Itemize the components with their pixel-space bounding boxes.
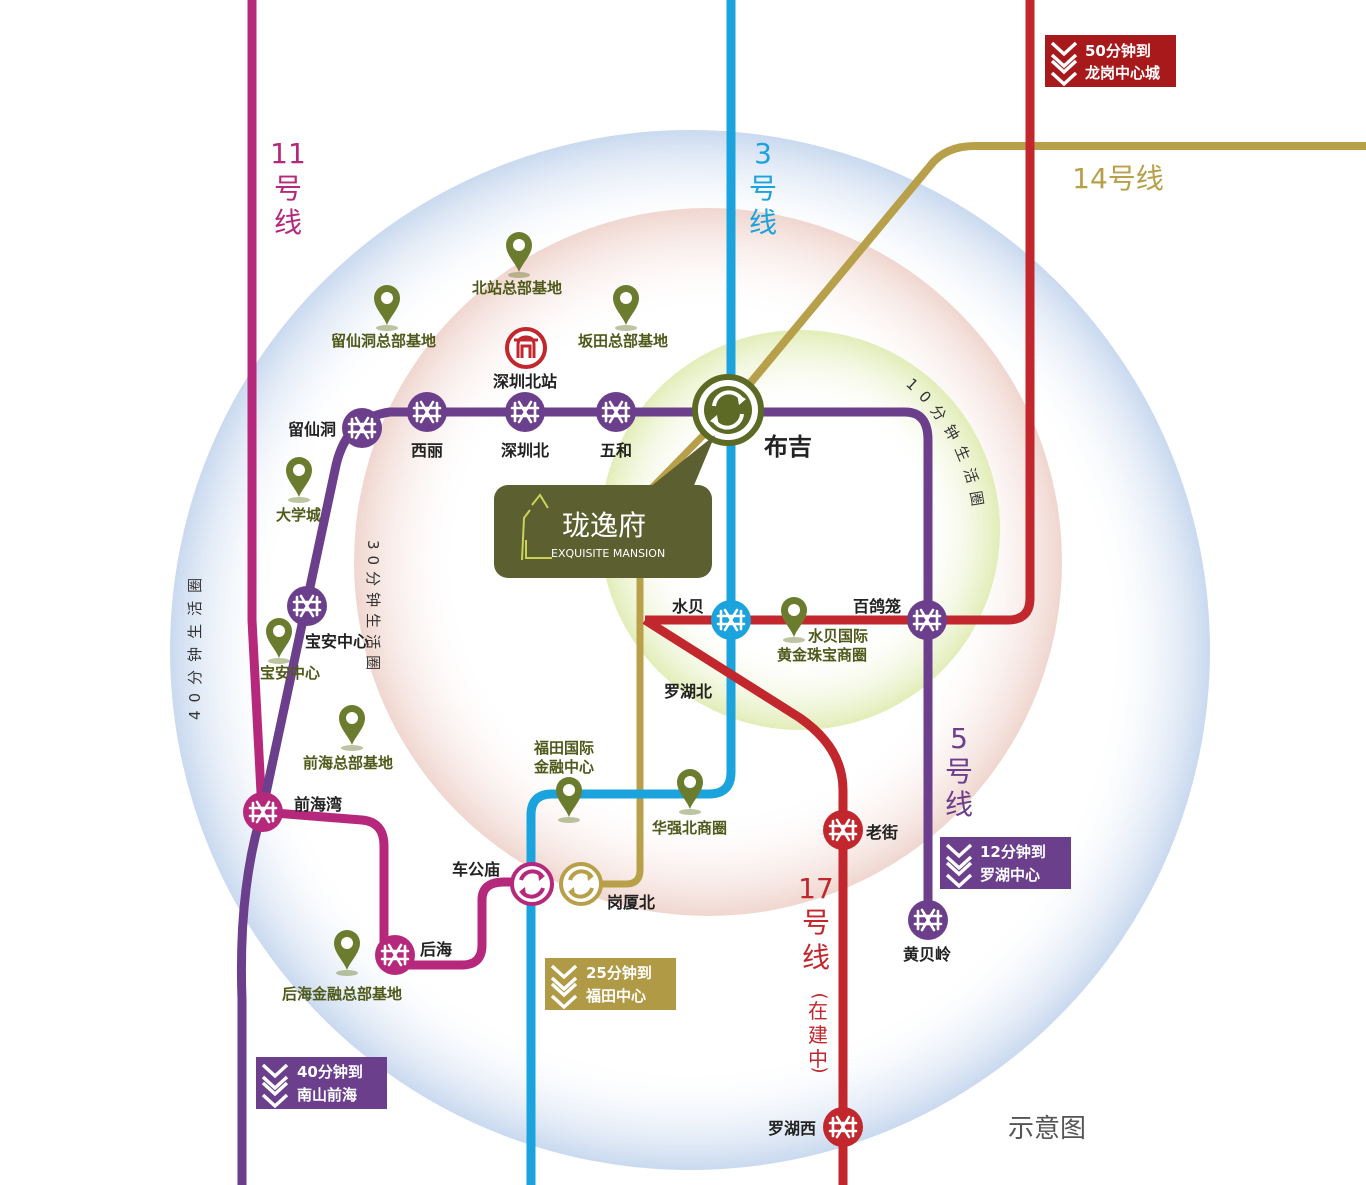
line-5-spur-track [261,807,530,970]
badge-longgang: 50分钟到 龙岗中心城 [1045,35,1176,87]
station-liuxiandong[interactable] [342,408,382,448]
line-11-label-xian: 线 [274,206,302,239]
project-name: 珑逸府 [562,509,646,542]
poi-qianhai-hq: 前海总部基地 [303,754,393,772]
line-17-note-1: 在 [808,999,828,1023]
line-17-label-num: 17 [798,872,834,905]
badge-futian-line2: 福田中心 [585,987,646,1005]
label-laojie: 老街 [865,823,898,842]
line-17-south-track [642,616,848,1185]
line-5-track [257,407,933,920]
line-17-note-open: ( [809,992,830,999]
badge-luohu-line1: 12分钟到 [980,843,1046,861]
project-callout[interactable]: 珑逸府 EXQUISITE MANSION [494,435,715,578]
ring-40-label: 40分钟生活圈 [186,570,204,720]
station-shuibei[interactable] [711,600,751,640]
line-17-note-close: ) [809,1066,830,1073]
badge-futian: 25分钟到 福田中心 [545,958,676,1010]
line-3-label-xian: 线 [749,206,777,239]
label-qianhaiwan: 前海湾 [294,795,342,814]
line-17-label-hao: 号 [802,906,830,939]
badge-longgang-line2: 龙岗中心城 [1084,64,1160,82]
station-shenzhenbei[interactable] [505,392,545,432]
label-liuxiandong: 留仙洞 [288,420,336,439]
label-chegongmiao: 车公庙 [452,860,500,879]
station-gangxiabei[interactable] [559,862,603,906]
station-laojie[interactable] [823,810,863,850]
line-4-track [578,407,731,888]
map-caption: 示意图 [1008,1114,1086,1144]
label-xili: 西丽 [411,441,443,460]
label-luohuxi: 罗湖西 [768,1119,816,1138]
line-17-note-3: 中 [808,1047,828,1071]
line-11-label-hao: 号 [274,172,302,205]
ring-30-label: 30分钟生活圈 [364,540,382,676]
ring-30-label-text: 30分钟生活圈 [364,540,382,676]
poi-liuxiandong-hq: 留仙洞总部基地 [331,332,436,350]
line-14-track [724,142,1366,413]
badge-nanshan: 40分钟到 南山前海 [256,1057,387,1109]
poi-houhai-fin: 后海金融总部基地 [282,985,402,1003]
line-11-track [247,0,267,813]
poi-shenzhen-north-station: 深圳北站 [493,372,557,391]
line-11-south-track [236,810,267,1185]
railway-station-icon [505,327,547,369]
poi-baoan-center: 宝安中心 [260,664,320,682]
badge-luohu: 12分钟到 罗湖中心 [940,837,1071,889]
station-huangbeiling[interactable] [908,900,948,940]
label-baoan-center: 宝安中心 [305,632,369,651]
line-3-track [526,0,736,1185]
label-wuhe: 五和 [600,441,632,460]
station-qianhaiwan[interactable] [243,792,283,832]
line-14-label: 14号线 [1072,162,1164,195]
station-wuhe[interactable] [596,392,636,432]
poi-bantian-hq: 坂田总部基地 [578,332,668,350]
poi-huaqiangbei: 华强北商圈 [652,819,727,837]
poi-futian-fin-1: 福田国际 [533,739,594,757]
station-xili[interactable] [407,392,447,432]
line-5-label-xian: 线 [945,788,973,821]
badge-longgang-line1: 50分钟到 [1085,42,1151,60]
project-logo-icon [521,493,552,561]
badge-luohu-line2: 罗湖中心 [980,866,1040,884]
label-buji: 布吉 [764,433,812,461]
line-5-label-hao: 号 [945,755,973,788]
station-luohuxi[interactable] [823,1107,863,1147]
ring-40-label-text: 40分钟生活圈 [186,570,204,720]
line-3-label: 3 号 线 [749,137,777,239]
project-name-en: EXQUISITE MANSION [551,547,665,560]
badge-nanshan-line1: 40分钟到 [297,1063,363,1081]
station-baoan-center[interactable] [287,586,327,626]
poi-beizhan-hq: 北站总部基地 [472,279,562,297]
poi-shuibei-1: 水贝国际 [808,627,868,645]
station-baigelong[interactable] [907,600,947,640]
poi-futian-fin-2: 金融中心 [533,758,594,776]
line-3-label-num: 3 [754,137,772,170]
label-shenzhenbei: 深圳北 [501,441,549,460]
line-11-label-num: 11 [270,137,306,170]
badge-nanshan-line2: 南山前海 [297,1086,357,1104]
line-17-note-2: 建 [808,1023,828,1047]
line-11-label: 11 号 线 [270,137,306,239]
label-houhai: 后海 [420,940,452,959]
station-buji[interactable] [692,374,764,446]
line-17-label-xian: 线 [802,941,830,974]
label-huangbeiling: 黄贝岭 [903,945,951,964]
poi-shuibei-2: 黄金珠宝商圈 [777,646,867,664]
poi-university-town: 大学城 [276,506,321,524]
station-chegongmiao[interactable] [510,862,554,906]
station-houhai[interactable] [375,935,415,975]
label-baigelong: 百鸽笼 [853,597,901,616]
label-shuibei: 水贝 [672,597,704,616]
label-luohubei: 罗湖北 [664,682,712,701]
line-17-label: 17 号 线 ( 在 建 中 ) [798,872,834,1074]
line-5-label: 5 号 线 [945,722,973,821]
line-3-label-hao: 号 [749,172,777,205]
badge-futian-line1: 25分钟到 [586,964,652,982]
line-17-track [645,0,1035,625]
label-gangxiabei: 岗厦北 [607,893,655,912]
line-5-label-num: 5 [950,722,968,755]
